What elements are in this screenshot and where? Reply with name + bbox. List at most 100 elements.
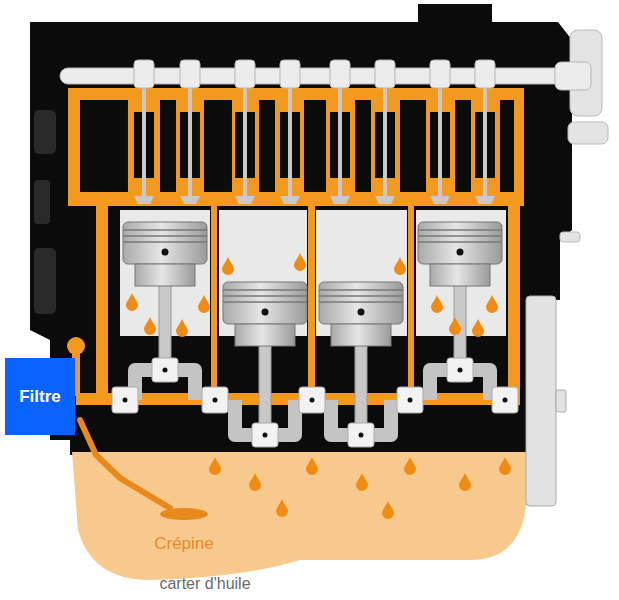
valves <box>243 84 247 196</box>
oil-drops <box>276 499 288 517</box>
camshaft <box>430 60 450 88</box>
cylinder-bores <box>120 210 506 336</box>
valves <box>330 196 350 204</box>
crank-bearings <box>252 423 278 447</box>
valves <box>288 84 292 196</box>
connecting-rods <box>159 252 466 434</box>
flywheel <box>556 390 566 412</box>
crank-bearings <box>152 358 178 382</box>
valves <box>483 84 487 196</box>
oil-drops <box>294 253 306 271</box>
oil-drops <box>306 457 318 475</box>
valves <box>280 196 300 204</box>
valves <box>180 196 200 204</box>
oil-drops <box>249 473 261 491</box>
crank-bearings <box>202 387 228 413</box>
pistons <box>123 222 502 346</box>
head-casting <box>259 100 275 192</box>
oil-drops <box>198 295 210 313</box>
oil-gallery-head <box>68 88 524 206</box>
crank-bearings <box>397 387 423 413</box>
valves <box>338 84 342 196</box>
valves <box>438 84 442 196</box>
oil-channels <box>96 200 108 405</box>
oil-drops <box>382 501 394 519</box>
pistons <box>223 282 307 346</box>
oil-drops <box>449 317 461 335</box>
bearing-dots <box>163 368 168 373</box>
pulleys <box>560 232 580 242</box>
head-casting <box>355 100 371 192</box>
block-detail <box>34 110 56 314</box>
flywheel <box>526 296 566 506</box>
crank-bearings <box>112 358 518 447</box>
block-detail <box>34 248 56 314</box>
crank-bearings <box>492 387 518 413</box>
camshaft <box>475 60 495 88</box>
bearing-dots <box>503 398 508 403</box>
oil-drops <box>404 457 416 475</box>
bearing-dots <box>263 433 268 438</box>
crank-bearings <box>112 387 138 413</box>
oil-drops <box>394 257 406 275</box>
bearing-dots <box>458 368 463 373</box>
camshaft <box>555 62 591 90</box>
block-detail <box>34 180 50 224</box>
head-casting <box>204 100 232 192</box>
camshaft <box>180 60 200 88</box>
bearing-dots <box>310 398 315 403</box>
valves <box>134 84 495 204</box>
oil-drops <box>431 295 443 313</box>
pistons <box>418 222 502 286</box>
valves <box>142 84 146 196</box>
camshaft <box>134 60 154 88</box>
valves <box>375 196 395 204</box>
node-label: Filtre <box>19 387 61 407</box>
camshaft <box>330 60 350 88</box>
oil-drops <box>486 295 498 313</box>
oil-drops <box>459 473 471 491</box>
bearing-dots <box>359 433 364 438</box>
oil-channels <box>211 200 217 400</box>
oil-drops <box>222 257 234 275</box>
head-casting <box>160 100 176 192</box>
filter-box: Filtre <box>5 358 75 435</box>
oil-sump <box>72 452 526 580</box>
bearing-dots <box>213 398 218 403</box>
valves <box>475 196 495 204</box>
bearing-dots <box>123 398 128 403</box>
oil-drops <box>126 293 138 311</box>
pulleys <box>568 122 608 144</box>
crank-bearings <box>299 387 325 413</box>
valves <box>430 196 450 204</box>
crank-bearings <box>348 423 374 447</box>
bearing-dots <box>408 398 413 403</box>
flywheel <box>526 296 556 506</box>
head-casting <box>455 100 471 192</box>
camshaft <box>280 60 300 88</box>
pistons <box>123 222 207 286</box>
sump-label: carter d'huile <box>159 575 250 593</box>
camshaft <box>375 60 395 88</box>
camshaft <box>235 60 255 88</box>
head-casting <box>80 100 128 192</box>
oil-drops <box>176 319 188 337</box>
camshaft <box>60 60 591 90</box>
valves <box>383 84 387 196</box>
oil-drops <box>144 317 156 335</box>
crank-bearings <box>447 358 473 382</box>
oil-drops <box>499 457 511 475</box>
oil-drops <box>356 473 368 491</box>
crankshaft <box>135 370 490 435</box>
oil-channels <box>408 200 414 400</box>
head-casting <box>500 100 514 192</box>
oil-drops <box>209 457 221 475</box>
strainer-label: Crépine <box>154 534 214 554</box>
oil-channels <box>508 200 520 405</box>
block-detail <box>34 110 56 154</box>
oil-channels <box>67 200 520 405</box>
pistons <box>319 282 403 346</box>
head-casting <box>304 100 326 192</box>
